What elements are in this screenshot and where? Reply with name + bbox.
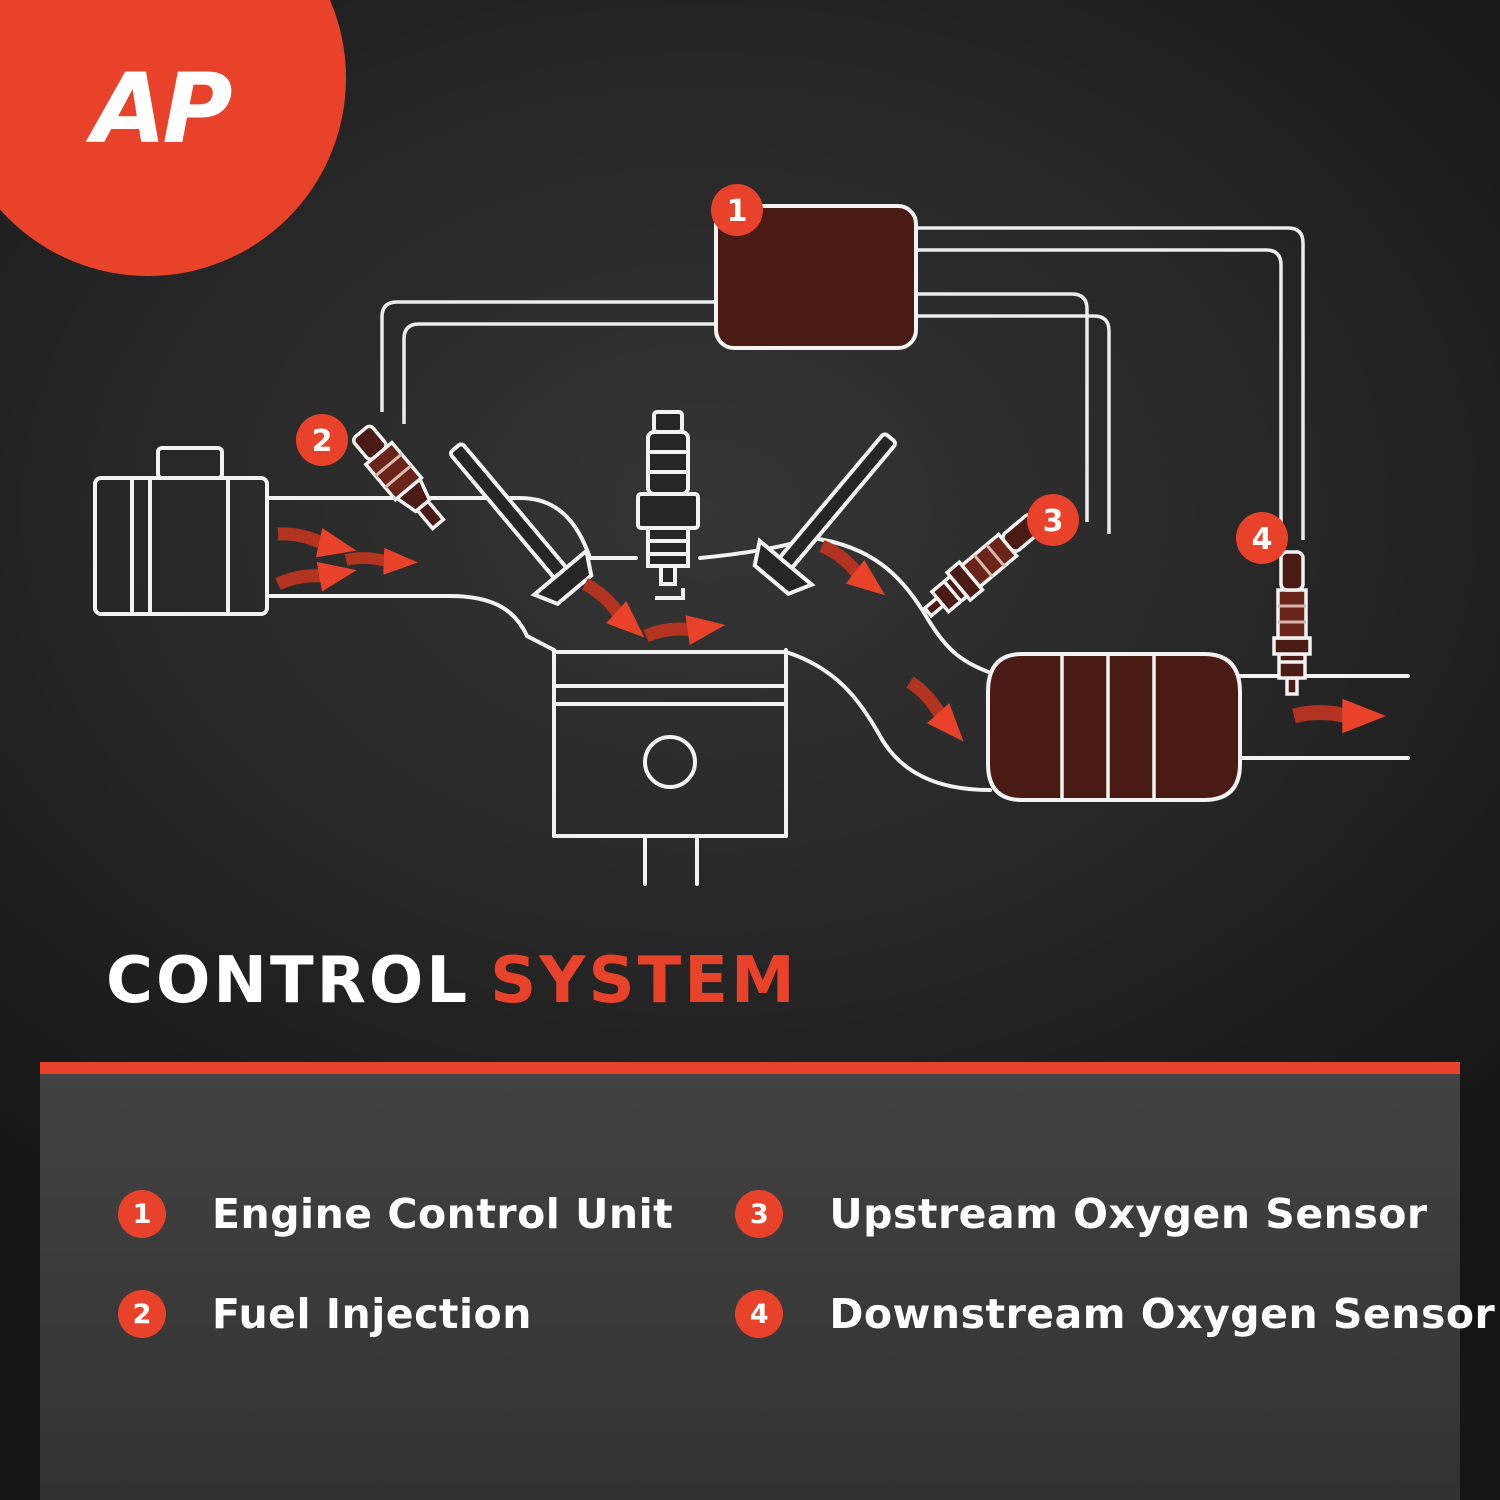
chamber-flow-arrow [643,615,726,646]
legend-label: Fuel Injection [212,1290,532,1338]
badge-upstream-oxygen-sensor: 3 [1027,494,1079,546]
fuel-injector [351,424,446,531]
wire-ecu-to-injector [402,322,718,424]
legend-badge: 3 [735,1190,784,1238]
exhaust-pipe-upper [810,536,1002,678]
legend-item-engine-control-unit: 1 Engine Control Unit [118,1190,735,1238]
exhaust-flow-arrow [906,676,964,742]
wire-ecu-to-downstream-sensor [912,226,1305,540]
wire-ecu-to-injector [380,300,718,412]
tailpipe-flow-arrow [1292,698,1386,734]
legend-grid: 1 Engine Control Unit 2 Fuel Injection 3… [40,1074,1495,1338]
badge-engine-control-unit: 1 [711,184,763,236]
engine-control-unit [714,204,918,350]
catalytic-converter [986,652,1242,802]
wire-ecu-to-downstream-sensor [912,248,1283,545]
badge-number: 2 [312,424,333,459]
ecu-wiring [380,226,1305,545]
page-title: CONTROL SYSTEM [106,944,798,1018]
air-filter [93,446,269,616]
diagram-badges: 1 2 3 4 [296,184,1288,564]
title-accent: SYSTEM [490,944,798,1018]
legend-badge: 2 [118,1290,166,1338]
downstream-oxygen-sensor [1272,550,1312,696]
legend-badge: 4 [735,1290,784,1338]
wire-ecu-to-upstream-sensor [912,292,1089,522]
exhaust-valve [752,432,897,597]
brand-logo-circle [0,0,346,276]
airflow-arrow [277,527,357,558]
legend-item-upstream-oxygen-sensor: 3 Upstream Oxygen Sensor [735,1190,1460,1238]
legend-badge: 1 [118,1190,166,1238]
valves [449,432,897,607]
engine-outline [93,446,1410,886]
intake-flow-arrow [581,578,645,638]
legend-label: Engine Control Unit [212,1190,674,1238]
intake-pipe-lower [265,594,556,652]
badge-number: 1 [727,194,748,229]
upstream-oxygen-sensor [922,513,1044,619]
flow-arrows [275,527,1386,742]
legend-item-downstream-oxygen-sensor: 4 Downstream Oxygen Sensor [735,1290,1495,1338]
badge-fuel-injection: 2 [296,414,348,466]
exhaust-flow-arrow [819,540,886,596]
badge-number: 4 [1252,522,1273,557]
intake-pipe-upper [265,496,592,560]
airflow-arrow [344,547,418,575]
legend-item-fuel-injection: 2 Fuel Injection [118,1290,735,1338]
wire-ecu-to-upstream-sensor [912,314,1111,534]
brand-logo-text: AP [85,53,232,165]
spark-plug [636,410,700,600]
legend-label: Downstream Oxygen Sensor [829,1290,1496,1338]
brand-logo: AP [0,0,346,276]
legend-panel: 1 Engine Control Unit 2 Fuel Injection 3… [40,1062,1495,1500]
badge-downstream-oxygen-sensor: 4 [1236,512,1288,564]
intake-valve [449,442,594,607]
airflow-arrow [275,561,357,592]
exhaust-pipe-lower [784,650,992,792]
title-main: CONTROL [106,944,471,1018]
badge-number: 3 [1043,504,1064,539]
cylinder-piston [552,648,788,886]
legend-label: Upstream Oxygen Sensor [829,1190,1428,1238]
